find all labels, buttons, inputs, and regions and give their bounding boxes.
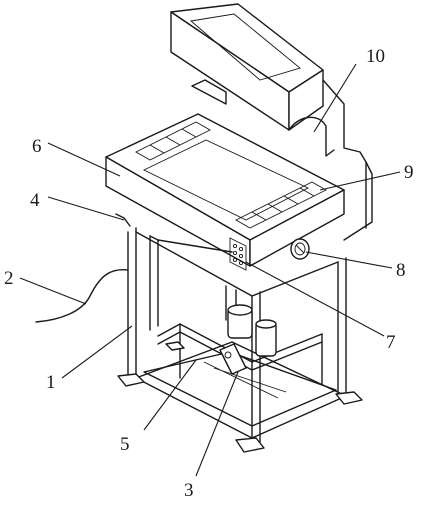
control-knob — [290, 238, 310, 260]
leader-lines — [19, 63, 401, 477]
support-frame — [117, 227, 363, 453]
lift-mechanism — [203, 285, 287, 399]
reference-numerals: 10 6 9 4 2 8 7 1 5 3 — [4, 46, 414, 501]
speaker-grille — [229, 237, 247, 271]
label-6: 6 — [32, 136, 42, 157]
label-3: 3 — [184, 480, 194, 501]
label-1: 1 — [46, 372, 56, 393]
display-housing — [170, 3, 373, 241]
label-5: 5 — [120, 434, 130, 455]
tool-tray-back — [135, 121, 211, 161]
label-4: 4 — [30, 190, 40, 211]
power-cable — [35, 269, 129, 323]
tool-tray-front — [235, 181, 327, 229]
label-8: 8 — [396, 260, 406, 281]
label-10: 10 — [366, 46, 385, 67]
worktable — [105, 113, 345, 271]
label-7: 7 — [386, 332, 396, 353]
label-9: 9 — [404, 162, 414, 183]
label-2: 2 — [4, 268, 14, 289]
